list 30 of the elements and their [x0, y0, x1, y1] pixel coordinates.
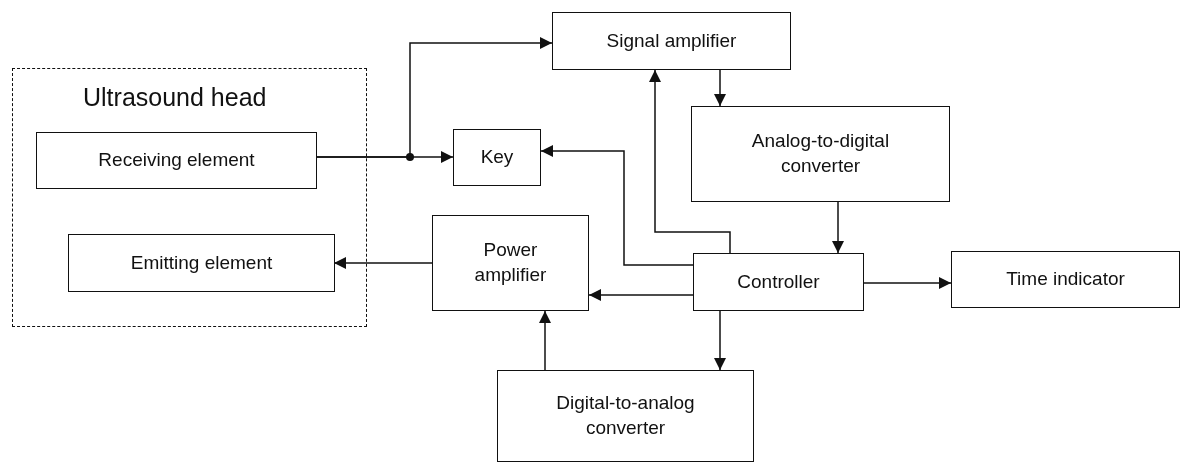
arrow	[588, 289, 694, 301]
process-box	[552, 12, 791, 70]
arrow	[714, 310, 726, 371]
group-box	[12, 68, 367, 327]
arrow	[832, 201, 844, 254]
group-title: Ultrasound head	[83, 83, 267, 112]
arrow	[540, 145, 694, 266]
box-label: Power amplifier	[473, 238, 548, 287]
box-label: Emitting element	[130, 250, 273, 275]
box-label: Key	[480, 145, 514, 170]
arrow	[315, 37, 553, 158]
process-box	[693, 253, 864, 311]
process-box	[68, 234, 335, 292]
process-box	[951, 251, 1180, 308]
box-label: Analog-to-digital converter	[750, 129, 891, 178]
box-label: Time indicator	[1006, 267, 1125, 292]
box-label: Controller	[737, 269, 820, 294]
arrow	[333, 257, 433, 269]
process-box	[453, 129, 541, 186]
arrow	[714, 69, 726, 107]
box-label: Signal amplifier	[606, 28, 737, 53]
process-box	[497, 370, 754, 462]
process-box	[691, 106, 950, 202]
process-box	[432, 215, 589, 311]
box-label: Receiving element	[98, 148, 255, 173]
arrow	[649, 69, 731, 254]
process-box	[36, 132, 317, 189]
box-label: Digital-to-analog converter	[555, 391, 696, 440]
arrow	[539, 310, 551, 371]
arrow	[863, 277, 952, 289]
